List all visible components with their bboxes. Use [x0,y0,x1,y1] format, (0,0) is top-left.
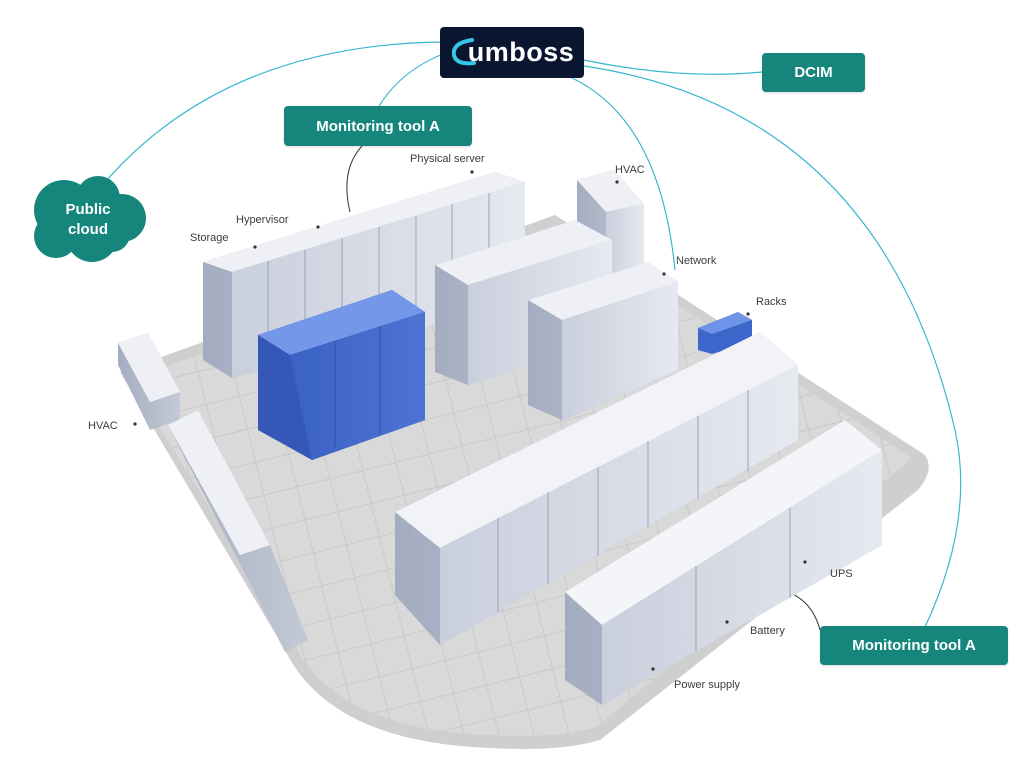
monitoring-tool-box-bottom: Monitoring tool A [820,626,1008,665]
monitoring-tool-box-top: Monitoring tool A [284,106,472,146]
label-battery: Battery [750,625,785,637]
power-row [565,420,882,705]
label-ups: UPS [830,568,853,580]
public-cloud-shape [34,176,146,262]
label-power-supply: Power supply [674,679,741,691]
cloud-label-line1: Public [65,201,111,218]
label-storage: Storage [190,232,229,244]
network-row [528,262,678,420]
umboss-swoosh-icon [451,38,476,66]
label-network: Network [676,255,717,267]
label-physical-server: Physical server [410,153,485,165]
umboss-logo: umboss [440,27,584,78]
label-markers [133,170,807,671]
highlighted-racks [258,290,425,460]
connector-lines [99,41,962,628]
label-hvac-left: HVAC [88,420,118,432]
label-hvac-top: HVAC [615,164,645,176]
public-cloud: Public cloud [30,200,146,240]
cloud-label-line2: cloud [68,221,108,238]
dcim-box: DCIM [762,53,865,92]
label-hypervisor: Hypervisor [236,214,289,226]
monitoring-link-top [346,145,363,213]
server-row-front [395,332,798,645]
label-racks: Racks [756,296,787,308]
hvac-unit-left [118,333,308,652]
logo-text: umboss [467,37,575,67]
